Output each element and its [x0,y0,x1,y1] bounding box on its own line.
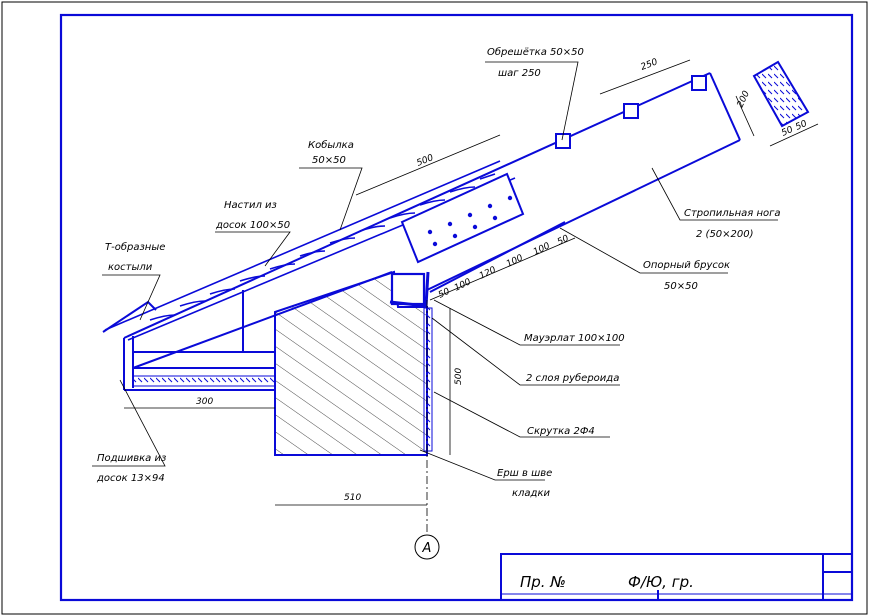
dim-rafter-depth: 200 [736,89,752,109]
dim-batten-step: 250 [639,57,659,73]
label-batten-1: Обрешётка 50×50 [487,46,584,58]
dim-wall-height: 500 [454,368,464,385]
dimension-lines [124,59,755,506]
label-t-bracket-1: Т-образные [105,241,165,253]
label-t-bracket-2: костыли [108,262,153,273]
dim-detail-b: 50 [794,119,809,133]
dim-detail-a: 50 [780,125,795,139]
dim-bar-1: 50 [437,287,452,301]
label-ruff-2: кладки [512,488,551,499]
axis-marker-circle [414,534,440,560]
title-block-number: Пр. № [520,573,566,591]
dim-overhang: 300 [196,397,213,407]
mauerlat-felt [389,271,430,308]
label-support-bar-2: 50×50 [664,281,698,292]
cobble-plate [400,172,525,264]
label-cobble-2: 50×50 [312,155,346,166]
label-cobble-1: Кобылка [308,139,354,151]
label-deck-1: Настил из [224,200,277,211]
dim-bar-5: 100 [532,241,552,258]
axis-marker: А [422,541,432,556]
soffit-boards [132,375,276,387]
title-block-code: Ф/Ю, гр. [628,573,694,591]
label-support-bar-1: Опорный брусок [643,259,730,271]
dim-bar-4: 100 [505,253,525,270]
label-soffit-1: Подшивка из [97,453,166,464]
label-batten-2: шаг 250 [498,68,541,79]
label-roofing-felt: 2 слоя рубероида [526,372,619,384]
battens [555,75,707,149]
label-twist: Скрутка 2Ф4 [527,426,595,437]
label-deck-2: досок 100×50 [215,220,290,231]
plate-bolts [427,195,513,247]
dim-wall-width: 510 [344,493,361,503]
dim-bar-6: 50 [556,234,571,248]
label-soffit-2: досок 13×94 [96,473,165,484]
rafter-leg [123,72,741,339]
dim-bar-3: 120 [478,265,498,282]
wall-felt-layer [423,307,433,452]
batten-detail [752,60,819,147]
support-bar [429,221,566,293]
title-block [500,553,852,600]
label-mauerlat: Мауэрлат 100×100 [524,333,625,344]
label-rafter-1: Стропильная нога [684,208,781,219]
leader-lines [92,61,778,481]
mauerlat-beam [390,272,426,306]
inner-frame [59,13,854,602]
label-rafter-2: 2 (50×200) [696,229,754,240]
label-ruff-1: Ерш в шве [497,468,552,479]
